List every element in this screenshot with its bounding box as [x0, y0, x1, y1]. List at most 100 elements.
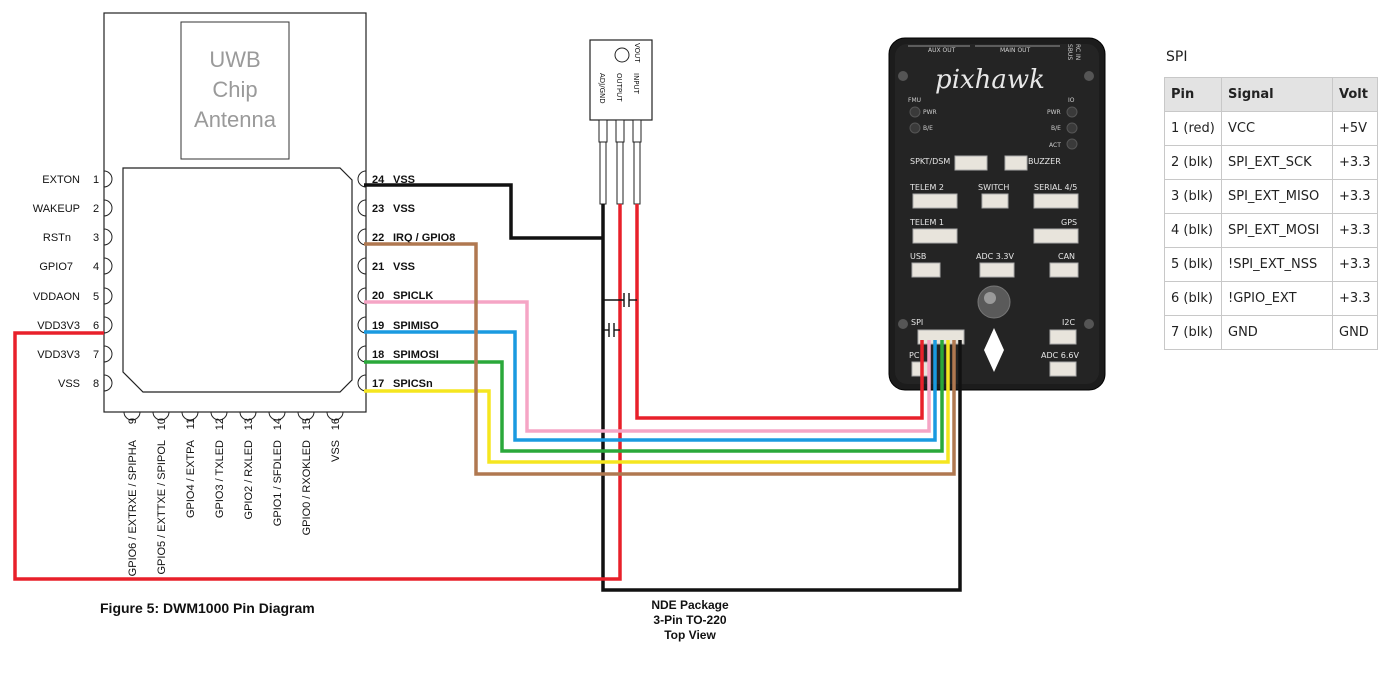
voltage-regulator: ADJ/GND OUTPUT INPUT VOUT [589, 39, 653, 205]
right-pin-pads [357, 170, 367, 392]
regulator-pin-output: OUTPUT [615, 73, 623, 102]
cell-volt: +3.3 [1332, 281, 1378, 316]
pin-5-num: 5 [93, 291, 99, 303]
label-usb: USB [910, 252, 926, 261]
table-row: 2 (blk) SPI_EXT_SCK +3.3 [1164, 145, 1378, 180]
label-io-be: B/E [1051, 125, 1061, 132]
pin-7-name: VDD3V3 [37, 349, 80, 361]
label-i2c: I2C [1062, 318, 1075, 327]
cell-pin: 7 (blk) [1164, 315, 1222, 350]
figure-caption: Figure 5: DWM1000 Pin Diagram [100, 600, 315, 616]
connector-telem2 [912, 193, 958, 209]
connector-can [1049, 262, 1079, 278]
pin-1-name: EXTON [42, 174, 80, 186]
pin-19-name: SPIMISO [393, 320, 439, 332]
pin-5-name: VDDAON [33, 291, 80, 303]
connector-pc [911, 361, 929, 377]
pin-6-name: VDD3V3 [37, 320, 80, 332]
label-aux-out: AUX OUT [928, 47, 956, 54]
wire-spimosi [364, 340, 944, 453]
pin-14-num: 14 [272, 418, 284, 430]
spi-table-title: SPI [1166, 49, 1188, 65]
pin-21-num: 21 [372, 261, 384, 273]
pin-11-name: GPIO4 / EXTPA [185, 439, 197, 518]
connector-telem1 [912, 228, 958, 244]
label-main-out: MAIN OUT [1000, 47, 1031, 54]
left-pin-labels: EXTON 1 WAKEUP 2 RSTn 3 GPIO7 4 VDDAON 5… [33, 174, 99, 390]
led-io-be [1066, 122, 1078, 134]
antenna-label-line2: Chip [212, 77, 257, 102]
label-fmu-be: B/E [923, 125, 933, 132]
cell-volt: +3.3 [1332, 179, 1378, 214]
wire-spicsn [364, 340, 950, 464]
package-line-2: 3-Pin TO-220 [653, 613, 727, 627]
pin-12-num: 12 [214, 418, 226, 430]
connector-serial45 [1033, 193, 1079, 209]
led-act [1066, 138, 1078, 150]
cell-pin: 3 (blk) [1164, 179, 1222, 214]
connector-spkt [954, 155, 988, 171]
label-spi: SPI [911, 318, 923, 327]
connector-adc66 [1049, 361, 1077, 377]
pin-2-num: 2 [93, 203, 99, 215]
col-signal: Signal [1221, 77, 1333, 112]
cell-pin: 1 (red) [1164, 111, 1222, 146]
pin-4-num: 4 [93, 261, 99, 273]
regulator-pin-adj: ADJ/GND [598, 73, 606, 104]
label-gps: GPS [1061, 218, 1077, 227]
capacitors [603, 293, 637, 337]
pin-13-num: 13 [243, 418, 255, 430]
cell-signal: VCC [1221, 111, 1333, 146]
table-row: 6 (blk) !GPIO_EXT +3.3 [1164, 281, 1378, 316]
pin-23-name: VSS [393, 203, 415, 215]
pin-16-num: 16 [330, 418, 342, 430]
pin-10-num: 10 [156, 418, 168, 430]
col-pin: Pin [1164, 77, 1222, 112]
label-adc66: ADC 6.6V [1041, 351, 1079, 360]
pin-23-num: 23 [372, 203, 384, 215]
connector-i2c [1049, 329, 1077, 345]
safety-switch-highlight [984, 292, 996, 304]
cell-signal: !SPI_EXT_NSS [1221, 247, 1333, 282]
pin-21-name: VSS [393, 261, 415, 273]
label-spkt-dsm: SPKT/DSM [910, 157, 950, 166]
cell-signal: SPI_EXT_MISO [1221, 179, 1333, 214]
pin-11-num: 11 [185, 418, 197, 429]
pin-9-num: 9 [127, 418, 139, 424]
label-act: ACT [1049, 142, 1061, 149]
label-serial45: SERIAL 4/5 [1034, 183, 1077, 192]
pin-3-name: RSTn [43, 232, 71, 244]
orientation-arrow-icon [984, 328, 1004, 372]
pin-20-num: 20 [372, 290, 384, 302]
table-row: 4 (blk) SPI_EXT_MOSI +3.3 [1164, 213, 1378, 248]
antenna-label-line1: UWB [209, 47, 260, 72]
screw-icon [898, 71, 908, 81]
cell-pin: 5 (blk) [1164, 247, 1222, 282]
regulator-package-label: NDE Package 3-Pin TO-220 Top View [630, 598, 750, 643]
table-row: 1 (red) VCC +5V [1164, 111, 1378, 146]
connector-buzzer [1004, 155, 1028, 171]
pin-3-num: 3 [93, 232, 99, 244]
pin-15-num: 15 [301, 418, 313, 430]
wire-gnd-pin24 [364, 183, 603, 240]
wire-vcc-3v3 [13, 204, 622, 581]
cell-volt: +5V [1332, 111, 1378, 146]
table-header-row: Pin Signal Volt [1164, 77, 1378, 112]
table-row: 3 (blk) SPI_EXT_MISO +3.3 [1164, 179, 1378, 214]
cell-pin: 6 (blk) [1164, 281, 1222, 316]
connector-gps [1033, 228, 1079, 244]
led-io-pwr [1066, 106, 1078, 118]
label-rc-in: RC IN [1074, 44, 1081, 60]
pin-14-name: GPIO1 / SFDLED [272, 440, 284, 526]
wire-irq [364, 242, 956, 476]
package-line-3: Top View [664, 628, 716, 642]
pin-24-num: 24 [372, 174, 385, 186]
col-volt: Volt [1332, 77, 1378, 112]
label-fmu-pwr: PWR [923, 109, 937, 116]
pin-15-name: GPIO0 / RXOKLED [301, 440, 313, 535]
uwb-antenna-box [180, 21, 290, 160]
pin-1-num: 1 [93, 174, 99, 186]
wire-gnd-main [601, 204, 962, 592]
pin-22-name: IRQ / GPIO8 [393, 232, 455, 244]
label-telem2: TELEM 2 [909, 183, 944, 192]
